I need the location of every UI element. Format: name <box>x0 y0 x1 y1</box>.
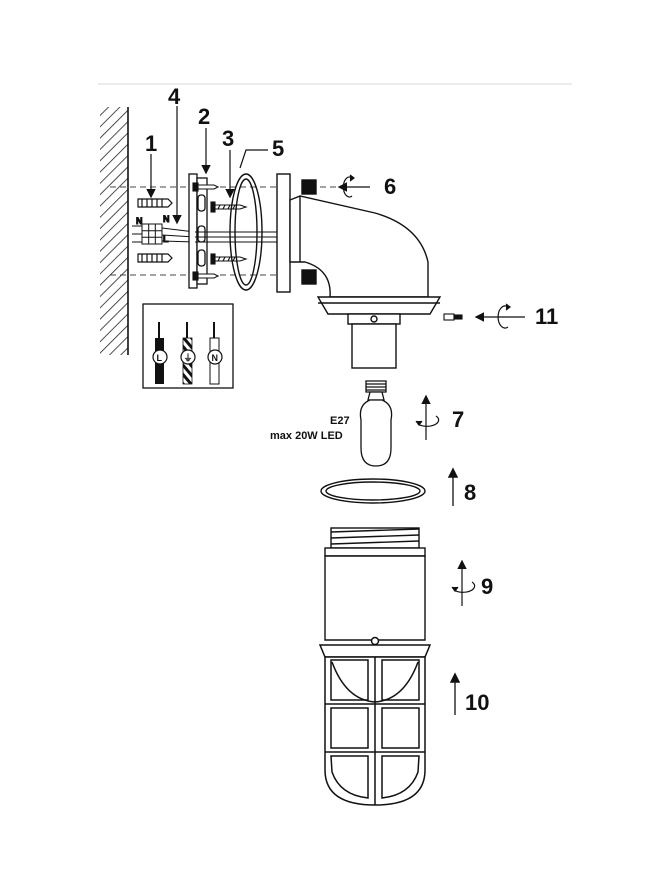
cage-screw <box>443 313 463 321</box>
lamp-bracket <box>276 173 442 369</box>
bulb-socket-label: E27 <box>330 415 350 427</box>
rotation-icon <box>497 305 509 329</box>
terminal-n-label: N <box>136 216 143 226</box>
label-mounting-plate: 2 <box>198 104 210 129</box>
leader-lines <box>146 106 268 225</box>
glass-gasket <box>320 478 426 504</box>
label-cage-screw: 11 <box>535 304 558 329</box>
nut-rotation-arrow <box>337 174 370 198</box>
plate-screw-top <box>192 182 220 192</box>
wiring-legend: L ⏚ N <box>142 303 234 389</box>
label-connector-block: 4 <box>168 84 181 109</box>
label-cage: 10 <box>465 690 489 715</box>
mounting-plate <box>188 173 208 289</box>
bulb <box>359 380 393 467</box>
terminal-l-label-right: L <box>163 234 169 244</box>
rotation-icon <box>417 415 440 427</box>
glass-shade <box>324 527 426 641</box>
live-wire: L <box>152 322 168 384</box>
wall-screw-upper <box>137 198 173 208</box>
label-glass-shade: 9 <box>481 574 493 599</box>
live-label: L <box>157 353 163 363</box>
rotation-icon <box>453 581 476 593</box>
cage <box>318 636 432 806</box>
neutral-wire: N <box>207 322 223 385</box>
label-plate-screw: 3 <box>222 126 234 151</box>
earth-wire: ⏚ <box>180 322 196 385</box>
label-glass-gasket: 8 <box>464 480 476 505</box>
label-gasket-ring: 5 <box>272 136 284 161</box>
connector-block: N N L <box>132 214 196 245</box>
glass-rotation-arrow <box>451 559 476 606</box>
wall-screw-lower <box>137 253 173 263</box>
wall <box>100 107 129 355</box>
cage-screw-rotation-arrow <box>474 303 525 329</box>
bulb-power-label: max 20W LED <box>270 430 343 442</box>
plate-screw-bottom <box>192 271 220 281</box>
label-bulb: 7 <box>452 407 464 432</box>
label-wall-screw: 1 <box>145 131 157 156</box>
bulb-rotation-arrow <box>415 394 440 440</box>
supply-wires <box>195 231 278 243</box>
rotation-icon <box>342 176 353 198</box>
gasket-ring <box>229 173 263 291</box>
plate-screw-upper <box>210 201 248 213</box>
neutral-label: N <box>212 353 219 363</box>
terminal-n-label-right: N <box>163 214 170 224</box>
plate-screw-lower <box>210 253 248 265</box>
ground-icon: ⏚ <box>184 353 193 363</box>
label-nut: 6 <box>384 174 396 199</box>
